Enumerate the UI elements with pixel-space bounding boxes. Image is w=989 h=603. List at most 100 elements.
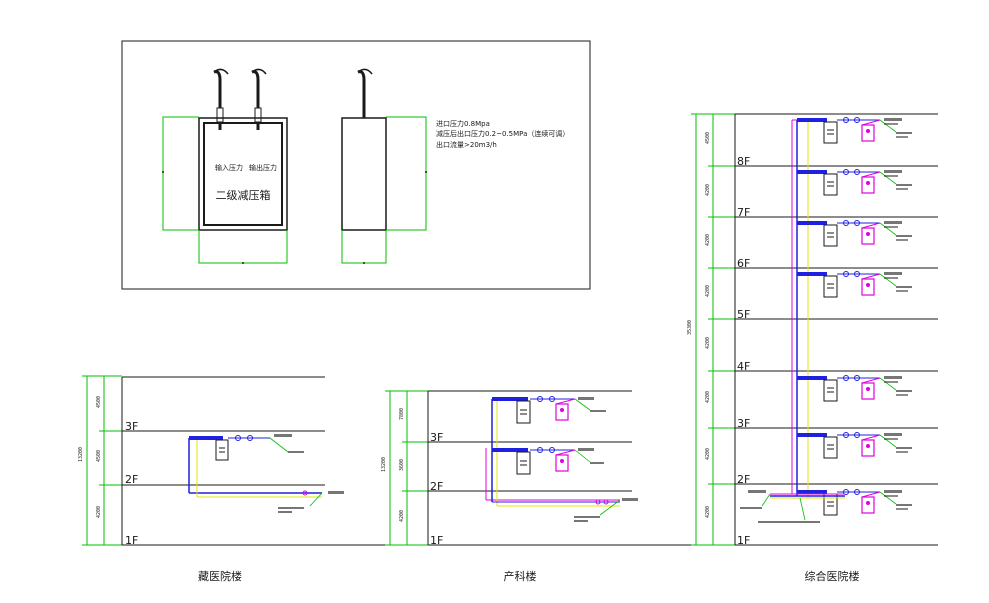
valve-icon — [854, 432, 860, 438]
alarm-panel-icon — [861, 176, 875, 194]
annotation-tag — [274, 434, 292, 437]
annotation-tag — [884, 226, 898, 228]
valve-icon — [549, 447, 555, 453]
note-flow: 出口流量>20m3/h — [436, 140, 497, 149]
manifold — [797, 170, 827, 174]
seg-dim: 4200 — [705, 337, 711, 349]
floor-label-2f: 2F — [737, 473, 750, 486]
seg-dim: 4200 — [705, 234, 711, 246]
annotation-tag — [884, 376, 902, 379]
annotation-tag — [896, 447, 912, 449]
seg-dim: 4200 — [705, 506, 711, 518]
valve-icon — [843, 375, 849, 381]
manifold — [797, 272, 827, 276]
decompression-box-icon — [823, 173, 838, 196]
floor-label-2f: 2F — [430, 480, 443, 493]
annotation-tag — [884, 438, 898, 440]
valve-icon — [843, 220, 849, 226]
box-side — [341, 117, 387, 231]
valve-icon — [843, 169, 849, 175]
pressure-box-side-view — [341, 68, 427, 264]
valve-icon — [302, 490, 308, 496]
annotation-tag — [896, 286, 912, 288]
annotation-tag — [884, 272, 902, 275]
dim-height-side — [386, 116, 427, 231]
valve-icon — [549, 396, 555, 402]
valve-icon — [603, 499, 609, 505]
annotation-tag — [896, 136, 908, 138]
valve-icon — [843, 117, 849, 123]
manifold — [189, 436, 223, 440]
valve-icon — [854, 169, 860, 175]
building-obstetrics: 13200 4200 3600 7800 3F 2F 1F — [381, 390, 700, 583]
annotation-tag — [884, 495, 898, 497]
annotation-tag — [578, 448, 594, 451]
alarm-panel-icon — [861, 278, 875, 296]
decompression-box-icon — [516, 451, 531, 475]
valve-icon — [235, 435, 241, 441]
seg-dim: 4200 — [399, 510, 405, 522]
seg-dim: 4200 — [705, 285, 711, 297]
annotation-tag — [896, 239, 908, 241]
alarm-panel-icon — [861, 496, 875, 514]
port-in-label: 输入压力 — [215, 163, 243, 172]
alarm-panel-icon — [555, 403, 569, 421]
building-name-1: 藏医院楼 — [198, 569, 242, 583]
floor-label-3f: 3F — [430, 431, 443, 444]
manifold — [797, 118, 827, 122]
floor-label-1f: 1F — [125, 534, 138, 547]
box-outer — [198, 117, 288, 231]
dim-width-side — [341, 230, 387, 264]
building-tibetan-hospital: 13200 4200 4500 4500 3F 2F 1F 藏医院楼 — [78, 375, 385, 583]
seg-dim: 3600 — [399, 459, 405, 471]
annotation-tag — [884, 221, 902, 224]
annotation-tag — [884, 118, 902, 121]
hose-side-icon — [357, 70, 366, 118]
box-title: 二级减压箱 — [216, 188, 271, 202]
decompression-box-icon — [823, 436, 838, 459]
manifold — [797, 376, 827, 380]
valve-icon — [595, 499, 601, 505]
decompression-box-icon — [215, 439, 229, 461]
detail-frame — [121, 40, 591, 290]
building-name-2: 产科楼 — [504, 569, 537, 583]
annotation-tag — [884, 490, 902, 493]
valve-icon — [843, 271, 849, 277]
annotation-tag — [328, 491, 344, 494]
seg-dim: 4500 — [705, 132, 711, 144]
annotation-tag — [590, 462, 604, 464]
note-inlet: 进口压力0.8Mpa — [436, 119, 490, 128]
annotation-tag — [884, 175, 898, 177]
annotation-tag — [896, 390, 912, 392]
annotation-tag — [884, 123, 898, 125]
annotation-tag — [896, 508, 908, 510]
annotation-tag — [884, 433, 902, 436]
decompression-box-icon — [823, 379, 838, 402]
manifold — [797, 221, 827, 225]
annotation-tag — [740, 507, 762, 509]
annotation-tag — [896, 451, 908, 453]
dim-width-front — [198, 230, 288, 264]
annotation-tag — [884, 170, 902, 173]
seg-dim: 4500 — [96, 396, 102, 408]
floor-label-1f: 1F — [737, 534, 750, 547]
alarm-panel-icon — [861, 124, 875, 142]
manifold — [797, 490, 827, 494]
alarm-panel-icon — [861, 227, 875, 245]
building-name-3: 综合医院楼 — [805, 569, 860, 583]
annotation-tag — [758, 521, 820, 523]
seg-dim: 7800 — [399, 408, 405, 420]
valve-icon — [854, 220, 860, 226]
annotation-tag — [748, 490, 766, 493]
floor-label-1f: 1F — [430, 534, 443, 547]
floor-label-3f: 3F — [125, 420, 138, 433]
floor-label-2f: 2F — [125, 473, 138, 486]
valve-icon — [854, 271, 860, 277]
total-height-dim: 13200 — [78, 447, 84, 462]
annotation-tag — [590, 410, 606, 412]
annotation-tag — [896, 504, 912, 506]
seg-dim: 4200 — [96, 506, 102, 518]
annotation-tag — [884, 381, 898, 383]
annotation-tag — [896, 235, 912, 237]
valve-icon — [843, 489, 849, 495]
